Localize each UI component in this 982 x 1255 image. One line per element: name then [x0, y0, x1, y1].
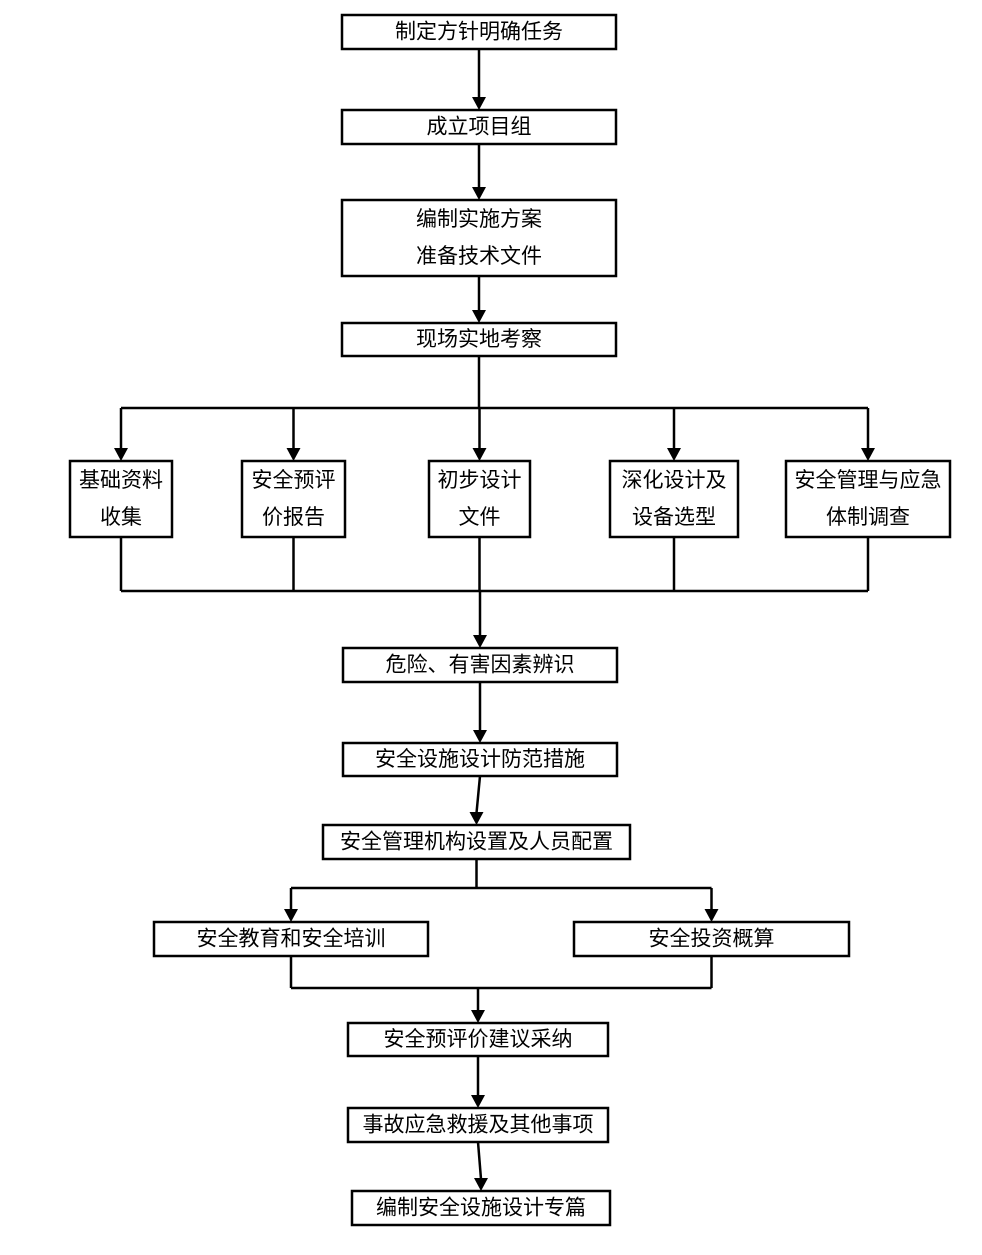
flow-node-box: [340, 13, 618, 51]
connector-n2-n3-arrow: [472, 187, 486, 200]
flow-node-n10: 编制安全设施设计专篇: [350, 1189, 612, 1227]
connector-n6-n7: [475, 775, 482, 814]
connector-n7-c2-arrow: [704, 909, 719, 922]
connector-n7-c1-arrow: [284, 909, 298, 922]
flow-node-label: 编制实施方案: [416, 207, 542, 231]
flow-node-n4: 现场实地考察: [340, 321, 618, 358]
flow-node-n8: 安全预评价建议采纳: [346, 1021, 610, 1058]
flow-node-n6: 安全设施设计防范措施: [341, 741, 619, 778]
connector-n5-n6-arrow: [473, 730, 487, 743]
flow-node-label: 基础资料: [79, 468, 163, 492]
connector-n9-n10-arrow: [474, 1178, 488, 1191]
flow-node-label: 安全教育和安全培训: [197, 927, 386, 951]
flow-node-label: 制定方针明确任务: [395, 20, 563, 44]
flow-node-label: 收集: [100, 505, 142, 529]
flow-node-box: [572, 920, 851, 958]
flow-node-box: [68, 459, 174, 539]
flow-node-c1: 安全教育和安全培训: [152, 920, 430, 958]
flow-node-label: 安全管理机构设置及人员配置: [340, 830, 613, 854]
flow-node-label: 体制调查: [826, 505, 910, 529]
flowchart-connectors: [114, 49, 875, 1191]
connector-n6-n7-arrow: [469, 812, 484, 825]
flow-node-label: 价报告: [262, 505, 325, 529]
flow-node-label: 安全预评价建议采纳: [384, 1027, 573, 1051]
flow-node-box: [240, 459, 347, 539]
connector-n8-arrow: [471, 1010, 485, 1023]
connector-n4-b3-arrow: [472, 448, 487, 461]
flow-node-box: [152, 920, 430, 958]
flow-node-label: 初步设计: [438, 468, 522, 492]
flow-node-label: 现场实地考察: [416, 327, 542, 351]
flow-node-box: [350, 1189, 612, 1227]
flow-node-box: [321, 823, 632, 861]
flow-node-label: 成立项目组: [427, 115, 532, 139]
flow-node-box: [340, 198, 618, 278]
connector-n9-n10: [476, 1141, 483, 1180]
flow-node-n9: 事故应急救援及其他事项: [346, 1106, 610, 1144]
flow-node-box: [608, 459, 740, 539]
connector-n4-b5-arrow: [861, 448, 875, 461]
flow-node-box: [340, 108, 618, 146]
flow-node-box: [340, 321, 618, 358]
connector-n4-b2-arrow: [286, 448, 301, 461]
connector-n4-b1-arrow: [114, 448, 128, 461]
flow-node-box: [341, 646, 619, 684]
flow-node-label: 准备技术文件: [416, 244, 542, 268]
flow-node-n5: 危险、有害因素辨识: [341, 646, 619, 684]
flow-node-box: [427, 459, 532, 539]
flow-node-box: [341, 741, 619, 778]
flowchart-nodes: 制定方针明确任务成立项目组编制实施方案准备技术文件现场实地考察基础资料收集安全预…: [68, 13, 952, 1227]
flow-node-label: 编制安全设施设计专篇: [376, 1196, 586, 1220]
flow-node-label: 文件: [459, 505, 501, 529]
connector-n4-b4-arrow: [667, 448, 681, 461]
flow-node-n2: 成立项目组: [340, 108, 618, 146]
flow-node-n1: 制定方针明确任务: [340, 13, 618, 51]
flow-node-label: 危险、有害因素辨识: [386, 653, 575, 677]
flow-node-label: 设备选型: [632, 505, 716, 529]
flow-node-label: 安全预评: [252, 468, 336, 492]
flow-node-label: 安全设施设计防范措施: [375, 747, 585, 771]
flow-node-label: 安全投资概算: [649, 927, 775, 951]
connector-n3-n4-arrow: [472, 310, 486, 323]
flow-node-n7: 安全管理机构设置及人员配置: [321, 823, 632, 861]
flow-node-box: [346, 1106, 610, 1144]
connector-n8-n9-arrow: [471, 1095, 485, 1108]
connector-n1-n2-arrow: [472, 97, 486, 110]
flow-node-c2: 安全投资概算: [572, 920, 851, 958]
flow-node-label: 深化设计及: [622, 468, 727, 492]
connector-n5-arrow: [473, 635, 487, 648]
flow-node-box: [784, 459, 952, 539]
flow-node-label: 事故应急救援及其他事项: [363, 1113, 594, 1137]
flow-node-label: 安全管理与应急: [795, 468, 942, 492]
flow-node-box: [346, 1021, 610, 1058]
